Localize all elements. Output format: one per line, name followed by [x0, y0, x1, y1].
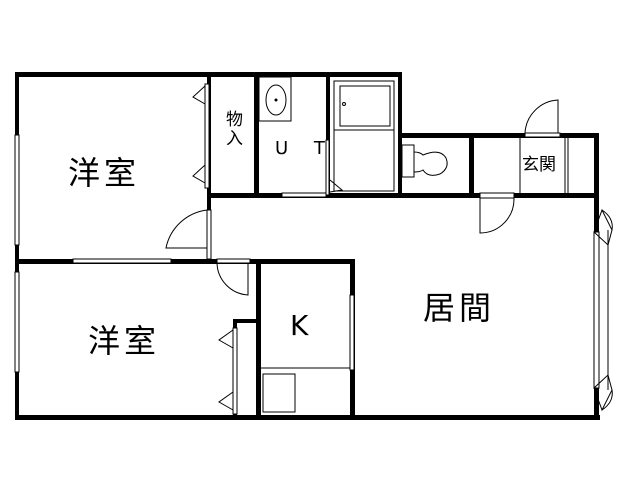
room-label-entrance: 玄関 — [522, 155, 556, 175]
bathtub-icon — [333, 80, 395, 192]
room-label-living: 居間 — [423, 289, 496, 327]
room-label-kitchen: K — [290, 309, 309, 342]
closet-doors — [192, 83, 238, 415]
stove-icon — [261, 367, 350, 413]
room-label-western-2: 洋室 — [88, 322, 161, 360]
room-label-storage: 物入 — [222, 110, 242, 148]
toilet-icon — [401, 144, 448, 178]
washbasin-icon — [258, 76, 292, 122]
doors — [165, 99, 569, 296]
windows — [14, 134, 613, 412]
room-label-utility: U T — [275, 138, 335, 159]
room-label-western-1: 洋室 — [68, 154, 141, 192]
